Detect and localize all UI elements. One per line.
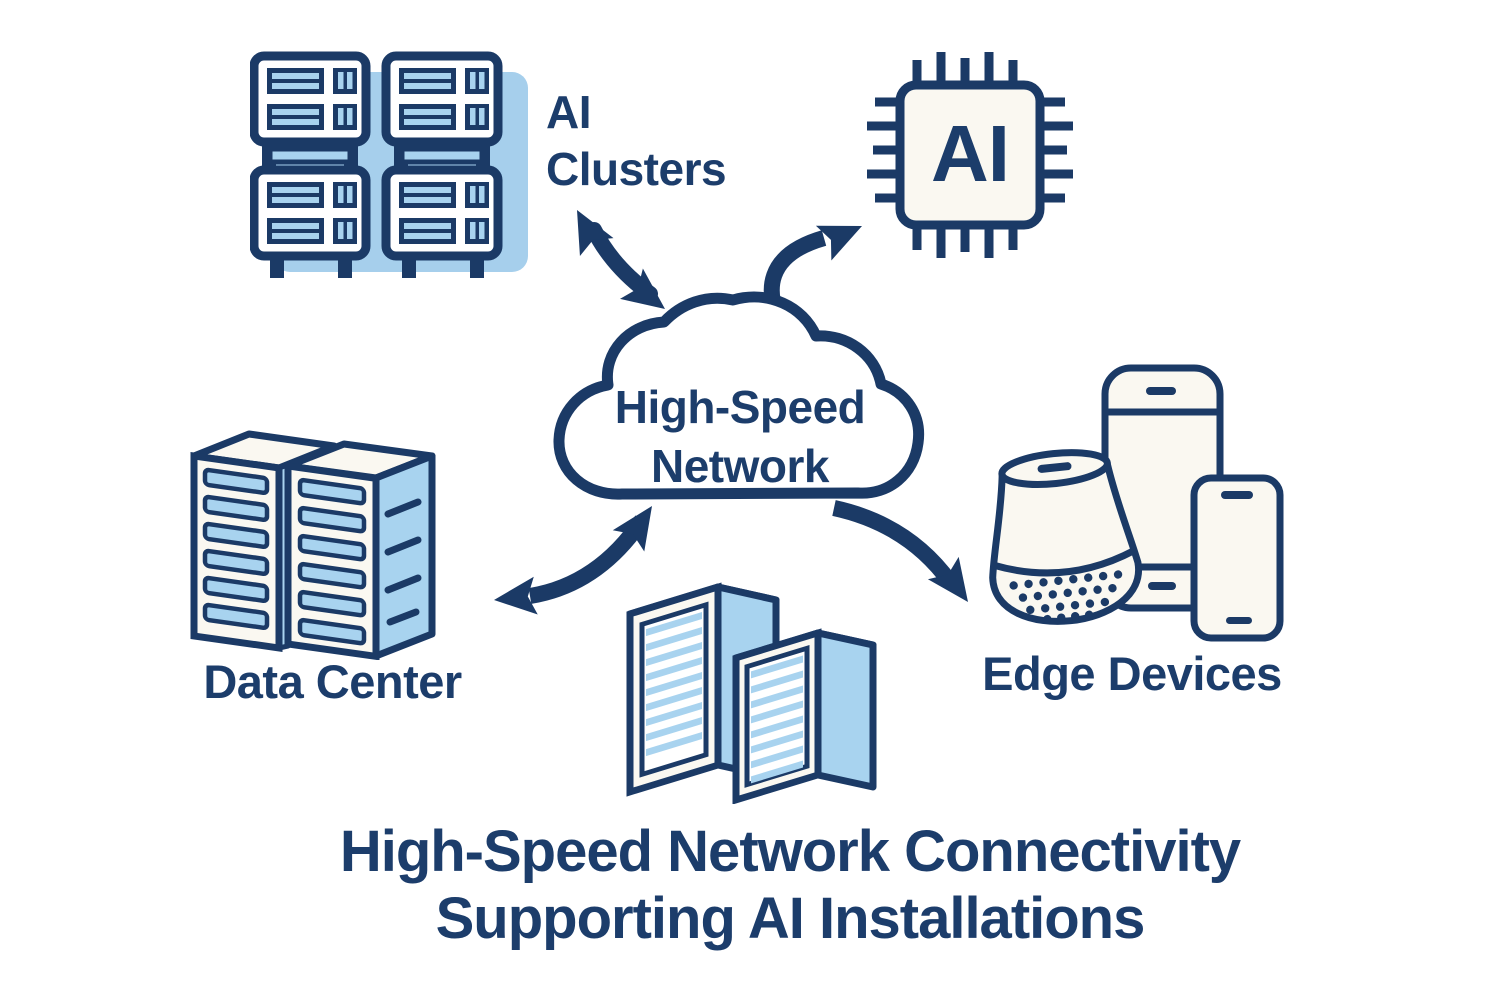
arrow-cloud-edge-devices <box>832 500 968 602</box>
caption: High-Speed Network Connectivity Supporti… <box>250 818 1330 952</box>
server-tower-front <box>626 582 722 797</box>
node-ai-chip <box>855 40 1085 275</box>
network-cloud-label: High-Speed Network <box>565 378 915 496</box>
server-cabinet <box>249 51 371 147</box>
server-towers-icon <box>626 582 877 805</box>
ai-chip-icon <box>867 52 1073 258</box>
ai-chip-label: AI <box>931 109 1010 198</box>
caption-line2: Supporting AI Installations <box>435 886 1146 951</box>
server-tower-front <box>732 628 822 805</box>
server-cabinet <box>381 51 503 147</box>
server-rack-cluster-icon <box>249 51 528 278</box>
arrow-cloud-data-center <box>494 506 652 615</box>
network-cloud-label-line2: Network <box>651 440 829 492</box>
ai-clusters-label-line2: Clusters <box>546 143 727 195</box>
data-center-label: Data Center <box>203 655 462 708</box>
node-ai-clusters <box>249 50 540 287</box>
server-cabinet <box>381 165 503 261</box>
server-tower-front <box>284 462 380 661</box>
data-center-towers-icon <box>190 430 436 661</box>
edge-devices-label: Edge Devices <box>982 647 1282 700</box>
ai-clusters-label: AI Clusters <box>546 84 727 198</box>
smartphone-icon <box>1190 474 1284 642</box>
cloud-icon <box>553 291 925 500</box>
node-data-center <box>182 418 482 665</box>
network-cloud-label-line1: High-Speed <box>614 381 866 433</box>
server-cabinet <box>249 165 371 261</box>
node-network-cloud <box>540 282 940 525</box>
smart-speaker-icon <box>989 449 1142 625</box>
caption-line1: High-Speed Network Connectivity <box>339 819 1241 884</box>
arrow-cloud-ai-clusters <box>577 210 665 309</box>
node-edge-devices <box>980 358 1290 655</box>
ai-clusters-label-line1: AI <box>546 86 592 138</box>
edge-devices-icon <box>989 364 1284 642</box>
server-tower-front <box>190 452 283 652</box>
node-servers <box>618 552 880 809</box>
